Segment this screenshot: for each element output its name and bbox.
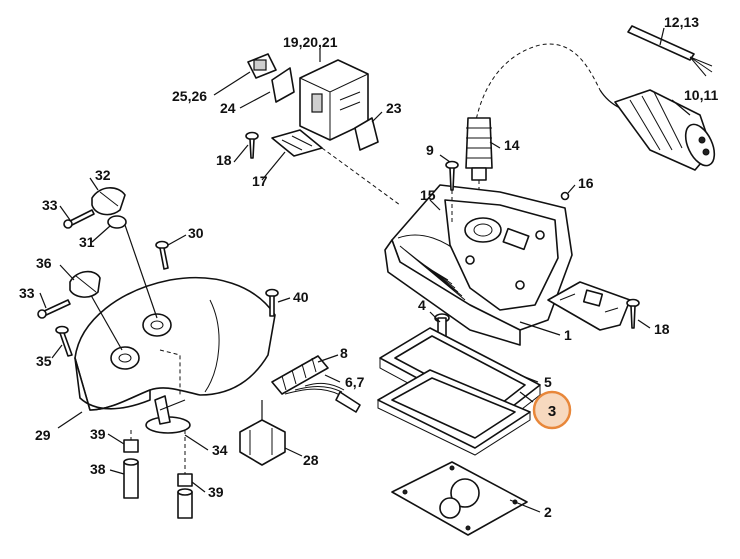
label-32: 32: [95, 167, 111, 183]
label-31: 31: [79, 234, 95, 250]
label-4: 4: [418, 297, 426, 313]
highlight-callout-3[interactable]: 3: [519, 390, 572, 430]
label-33-upper: 33: [42, 197, 58, 213]
bracket-24: [271, 67, 295, 103]
screw-16: [560, 191, 570, 201]
label-24: 24: [220, 100, 236, 116]
screw-33-upper: [63, 209, 95, 229]
label-1: 1: [564, 327, 572, 343]
label-38: 38: [90, 461, 106, 477]
label-2: 2: [544, 504, 552, 520]
wire-ends: [627, 25, 713, 77]
label-34: 34: [212, 442, 228, 458]
label-17: 17: [252, 173, 268, 189]
label-30: 30: [188, 225, 204, 241]
label-40: 40: [293, 289, 309, 305]
callout-labels: 1 2 4 5 6,7 8 9 10,11 12,13 14 15 16 17 …: [19, 14, 718, 520]
terminal-block: [271, 355, 329, 395]
label-3: 3: [548, 403, 556, 420]
label-12-13: 12,13: [664, 14, 699, 30]
screw-35: [55, 325, 73, 357]
label-25-26: 25,26: [172, 88, 207, 104]
cable-gland: [465, 117, 493, 220]
din-rail: [271, 129, 401, 206]
sleeve-39-upper: [123, 439, 139, 453]
power-plug: [614, 89, 716, 171]
label-19-20-21: 19,20,21: [283, 34, 338, 50]
screw-30: [155, 240, 169, 270]
label-6-7: 6,7: [345, 374, 365, 390]
label-39-upper: 39: [90, 426, 106, 442]
screw-18-left: [245, 131, 259, 159]
bracket-23: [354, 117, 379, 151]
knob-32: [91, 187, 126, 216]
housing: [384, 184, 573, 346]
screw-33-lower: [37, 299, 71, 319]
label-36: 36: [36, 255, 52, 271]
label-35: 35: [36, 353, 52, 369]
label-8: 8: [340, 345, 348, 361]
label-29: 29: [35, 427, 51, 443]
front-cover: [74, 224, 276, 411]
screw-18-right: [626, 298, 640, 329]
tube-38: [123, 458, 139, 499]
power-cable: [471, 43, 621, 161]
o-ring-31: [107, 215, 127, 229]
label-15: 15: [420, 187, 436, 203]
label-28: 28: [303, 452, 319, 468]
wire-harness: [284, 382, 361, 413]
label-23: 23: [386, 100, 402, 116]
label-10-11: 10,11: [684, 87, 718, 103]
label-18-left: 18: [216, 152, 232, 168]
circuit-board: [547, 281, 631, 331]
part-34: [145, 395, 191, 434]
switch-28: [239, 400, 286, 466]
knob-36: [69, 270, 101, 298]
label-14: 14: [504, 137, 520, 153]
label-33-lower: 33: [19, 285, 35, 301]
label-5: 5: [544, 374, 552, 390]
label-18-right: 18: [654, 321, 670, 337]
auxiliary-contact: [247, 53, 277, 79]
seal-3: [377, 369, 531, 456]
screw-40: [265, 288, 279, 317]
label-9: 9: [426, 142, 434, 158]
label-16: 16: [578, 175, 594, 191]
sleeve-39-lower: [130, 430, 193, 519]
label-39-lower: 39: [208, 484, 224, 500]
screw-9: [445, 160, 459, 225]
base-plate: [391, 461, 528, 536]
